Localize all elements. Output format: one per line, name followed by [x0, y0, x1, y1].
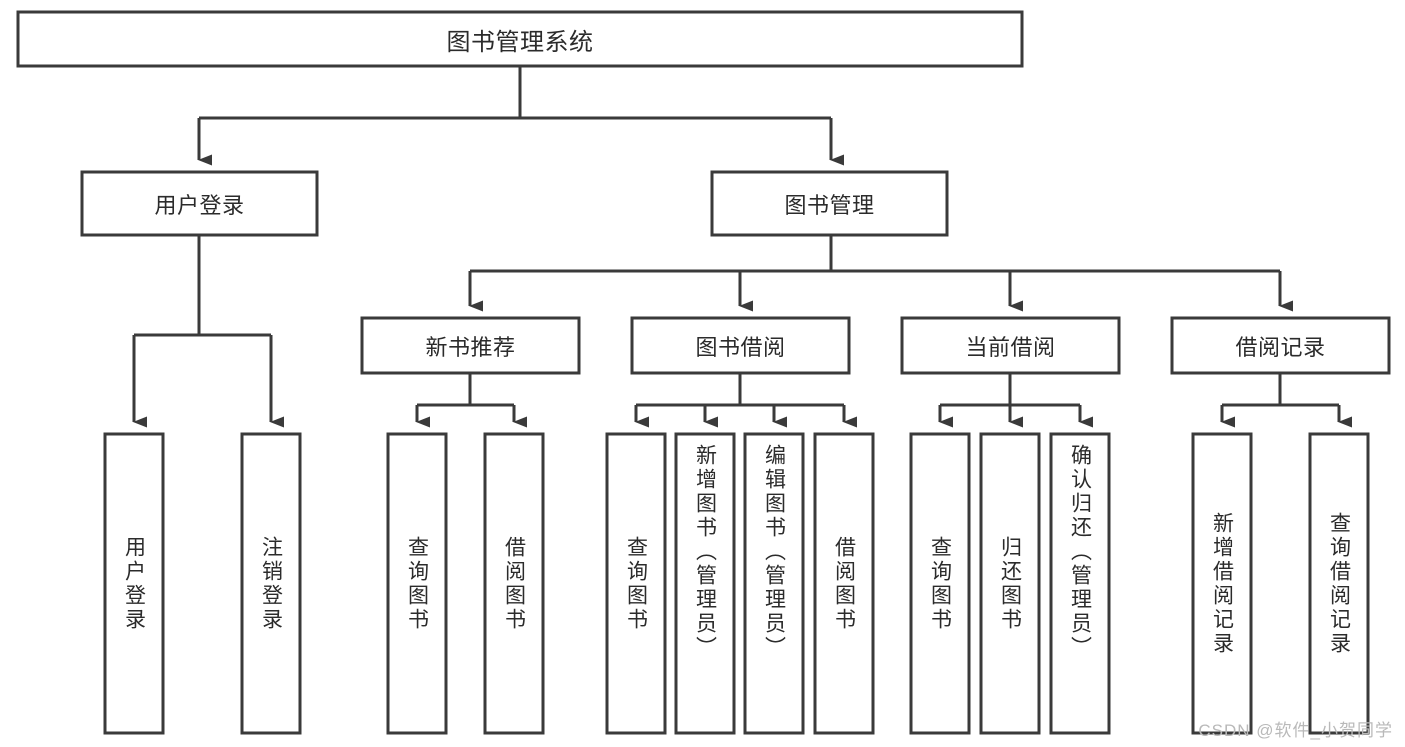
- node-book-mgmt-box[interactable]: [710, 170, 949, 237]
- node-root-box[interactable]: [16, 10, 1024, 68]
- connector-book-borrow-bus: [636, 373, 844, 407]
- connector-borrow-record-bus: [1222, 373, 1339, 407]
- node-leaf-box-5[interactable]: [605, 432, 667, 735]
- node-leaf-box-7[interactable]: [743, 432, 805, 735]
- node-user-login-box[interactable]: [80, 170, 319, 237]
- node-leaf-box-13[interactable]: [1308, 432, 1370, 735]
- connector-user-login-bus: [134, 235, 271, 337]
- node-leaf-box-11[interactable]: [1049, 432, 1111, 735]
- node-leaf-box-9[interactable]: [909, 432, 971, 735]
- connector-root-bus: [199, 66, 831, 120]
- node-borrow-record-box[interactable]: [1170, 316, 1391, 375]
- node-leaf-box-4[interactable]: [483, 432, 545, 735]
- watermark-text: CSDN @软件_小贺同学: [1198, 721, 1393, 740]
- node-book-borrow-box[interactable]: [630, 316, 851, 375]
- connector-current-borrow-bus: [940, 373, 1080, 407]
- node-leaf-box-8[interactable]: [813, 432, 875, 735]
- node-new-book-rec-box[interactable]: [360, 316, 581, 375]
- connector-book-mgmt-bus: [470, 235, 1280, 273]
- node-leaf-box-12[interactable]: [1191, 432, 1253, 735]
- connector-new-book-rec-bus: [417, 373, 514, 407]
- node-leaf-box-6[interactable]: [674, 432, 736, 735]
- node-leaf-box-1[interactable]: [103, 432, 165, 735]
- node-current-borrow-box[interactable]: [900, 316, 1121, 375]
- node-leaf-box-3[interactable]: [386, 432, 448, 735]
- node-leaf-box-10[interactable]: [979, 432, 1041, 735]
- node-leaf-box-2[interactable]: [240, 432, 302, 735]
